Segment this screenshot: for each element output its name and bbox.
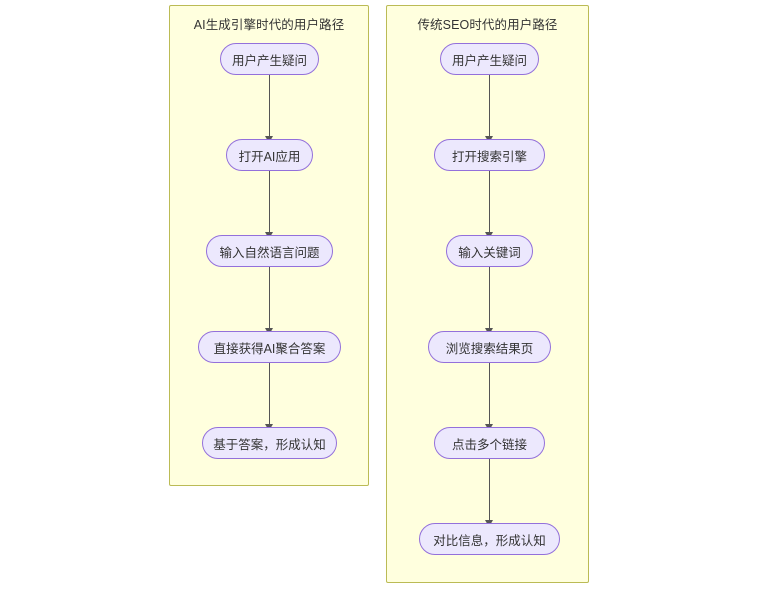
edge-seo-n3-to-seo-n4 [489, 267, 491, 330]
edge-ai-n2-to-ai-n3 [269, 171, 271, 234]
node-ai-user-question[interactable]: 用户产生疑问 [220, 43, 319, 75]
subgraph-seo-era: 传统SEO时代的用户路径 [386, 5, 589, 583]
node-ai-open-app[interactable]: 打开AI应用 [226, 139, 313, 171]
node-ai-input-natural-language[interactable]: 输入自然语言问题 [206, 235, 333, 267]
node-seo-input-keywords[interactable]: 输入关键词 [446, 235, 533, 267]
edge-seo-n5-to-seo-n6 [489, 459, 491, 522]
edge-ai-n4-to-ai-n5 [269, 363, 271, 426]
edge-seo-n2-to-seo-n3 [489, 171, 491, 234]
node-ai-form-cognition[interactable]: 基于答案，形成认知 [202, 427, 337, 459]
subgraph-ai-era-title: AI生成引擎时代的用户路径 [193, 18, 345, 32]
subgraph-seo-era-title: 传统SEO时代的用户路径 [417, 18, 558, 32]
node-seo-user-question[interactable]: 用户产生疑问 [440, 43, 539, 75]
edge-ai-n1-to-ai-n2 [269, 75, 271, 138]
edge-seo-n1-to-seo-n2 [489, 75, 491, 138]
node-ai-get-aggregated-answer[interactable]: 直接获得AI聚合答案 [198, 331, 341, 363]
node-seo-browse-results-page[interactable]: 浏览搜索结果页 [428, 331, 551, 363]
node-seo-open-search-engine[interactable]: 打开搜索引擎 [434, 139, 545, 171]
edge-seo-n4-to-seo-n5 [489, 363, 491, 426]
edge-ai-n3-to-ai-n4 [269, 267, 271, 330]
node-seo-click-multiple-links[interactable]: 点击多个链接 [434, 427, 545, 459]
node-seo-compare-form-cognition[interactable]: 对比信息，形成认知 [419, 523, 560, 555]
